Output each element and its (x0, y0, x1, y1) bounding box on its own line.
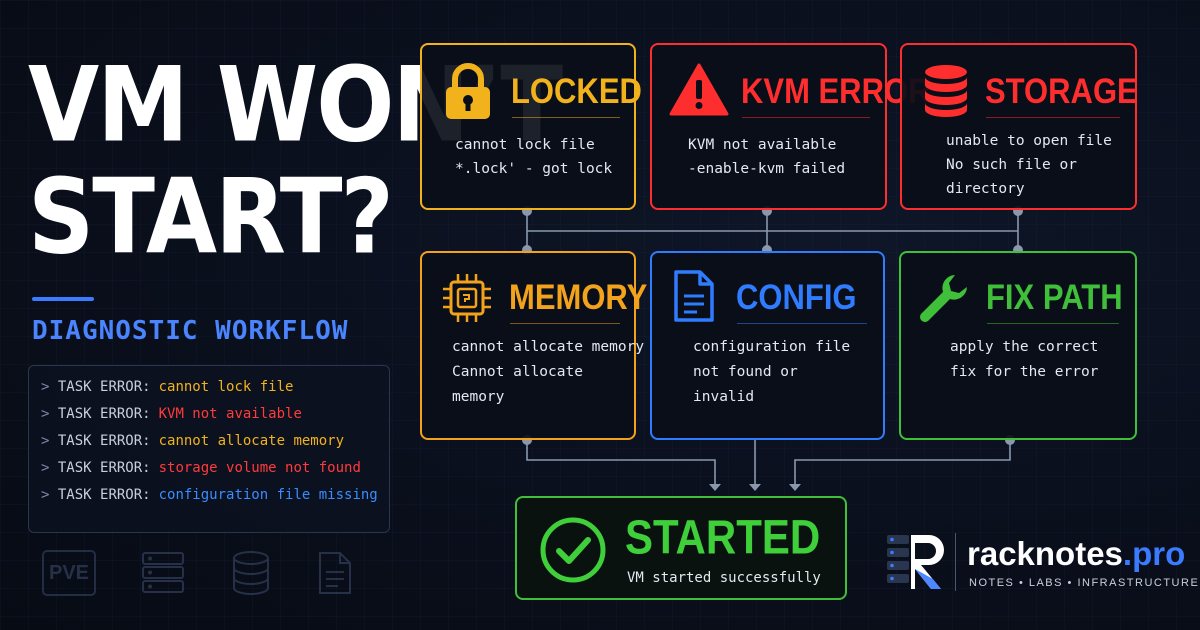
headline-line-2: START? (28, 157, 394, 278)
card-title: MEMORY (509, 277, 648, 318)
terminal-line: > TASK ERROR:configuration file missing (41, 487, 378, 503)
card-body: apply the correct fix for the error (950, 339, 1099, 380)
lock-icon (446, 63, 490, 119)
card-title: LOCKED (511, 71, 642, 112)
connector-dot (522, 245, 532, 255)
card-title: CONFIG (736, 277, 857, 318)
connector-dot (522, 435, 532, 445)
check-circle-icon (540, 517, 606, 583)
card-body: cannot lock file *.lock' - got lock (455, 137, 613, 177)
document-icon (674, 270, 714, 322)
started-subtitle: VM started successfully (627, 570, 821, 586)
card-title: FIX PATH (986, 277, 1123, 318)
brand-name: racknotes.pro (967, 535, 1186, 572)
card-body: cannot allocate memory Cannot allocate m… (452, 339, 645, 405)
card-title: KVM ERROR (741, 71, 931, 112)
terminal-line: > TASK ERROR:cannot allocate memory (41, 433, 345, 449)
terminal-line: > TASK ERROR:storage volume not found (41, 460, 361, 476)
subtitle: DIAGNOSTIC WORKFLOW (32, 316, 349, 346)
card-memory: MEMORY cannot allocate memory Cannot all… (420, 251, 647, 440)
server-rack-icon (142, 552, 184, 593)
connector-dot (762, 245, 772, 255)
database-icon (925, 65, 967, 117)
card-body: configuration file not found or invalid (693, 339, 851, 405)
card-body: unable to open file No such file or dire… (946, 133, 1112, 197)
brand-tagline: NOTES • LABS • INFRASTRUCTURE. (969, 577, 1200, 589)
card-storage: STORAGE unable to open file No such file… (900, 43, 1138, 210)
connector-dot (762, 206, 772, 216)
card-divider (986, 117, 1120, 118)
card-divider (737, 323, 867, 324)
connector-dot (1005, 435, 1015, 445)
warning-triangle-icon (669, 63, 729, 116)
card-divider (512, 117, 620, 118)
accent-bar (32, 297, 94, 301)
pve-icon: PVE (42, 550, 96, 596)
card-fix-path: FIX PATH apply the correct fix for the e… (899, 251, 1137, 440)
connector-dot (522, 206, 532, 216)
card-config: CONFIG configuration file not found or i… (650, 251, 885, 440)
card-divider (742, 117, 870, 118)
started-card: STARTED VM started successfully (515, 496, 847, 600)
document-icon (319, 552, 351, 594)
card-divider (510, 323, 620, 324)
brand-logo: racknotes.pro NOTES • LABS • INFRASTRUCT… (885, 527, 1200, 597)
connector-dot (1013, 206, 1023, 216)
terminal-line: > TASK ERROR:cannot lock file (41, 379, 294, 395)
memory-chip-icon (443, 274, 491, 322)
card-body: KVM not available -enable-kvm failed (688, 137, 846, 177)
bottom-icons: PVE (42, 550, 354, 596)
started-title: STARTED (625, 510, 821, 565)
card-divider (987, 323, 1119, 324)
database-icon (233, 551, 269, 595)
card-locked: LOCKED cannot lock file *.lock' - got lo… (420, 43, 642, 210)
racknotes-logo-icon (887, 535, 944, 589)
connector-dot (1013, 245, 1023, 255)
card-kvm-error: KVM ERROR KVM not available -enable-kvm … (650, 43, 930, 210)
card-title: STORAGE (985, 71, 1138, 112)
brand-divider (955, 533, 956, 591)
wrench-icon (920, 275, 967, 322)
terminal-line: > TASK ERROR:KVM not available (41, 406, 302, 422)
terminal-panel: > TASK ERROR:cannot lock file > TASK ERR… (28, 365, 390, 533)
